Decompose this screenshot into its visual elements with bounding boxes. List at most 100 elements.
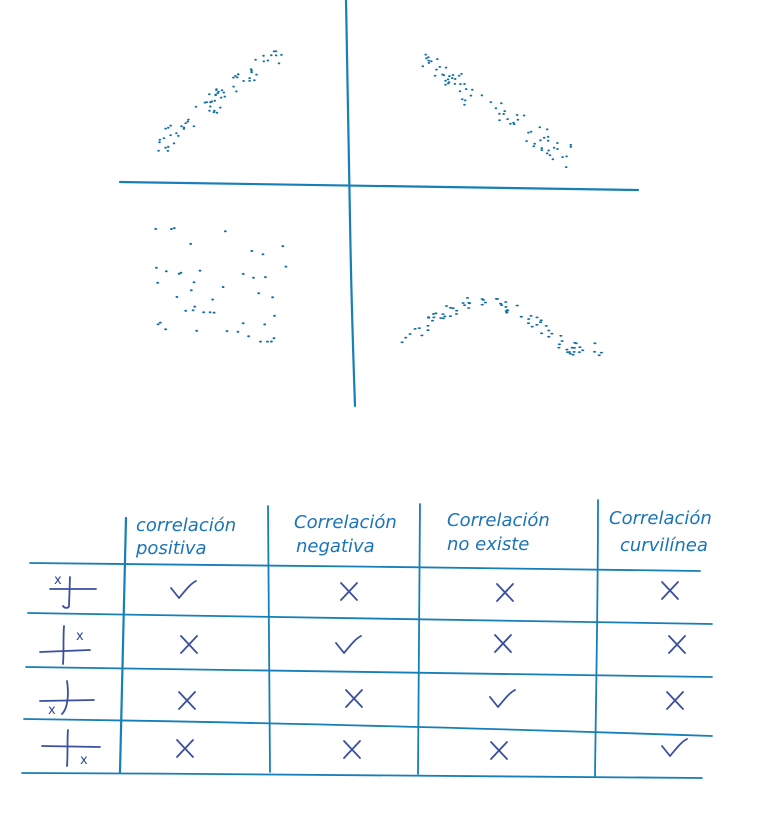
column-header-1: correlación positiva	[135, 515, 236, 559]
scatter-point	[236, 76, 239, 79]
scatter-point	[577, 351, 582, 353]
scatter-point	[438, 65, 442, 68]
scatter-point	[184, 309, 188, 312]
scatter-point	[162, 137, 166, 140]
scatter-point	[504, 310, 508, 312]
scatter-point	[498, 119, 501, 122]
scatter-point	[241, 322, 245, 325]
scatter-point	[581, 349, 585, 352]
scatter-point	[505, 311, 509, 314]
scatter-point	[198, 269, 202, 272]
row-2-x-label: x	[76, 629, 84, 644]
scatter-point	[266, 59, 270, 62]
scatter-point	[427, 56, 430, 59]
check-mark-r3-c3	[489, 689, 516, 708]
scatter-point	[464, 88, 468, 91]
scatter-point	[556, 142, 559, 144]
scatter-point	[572, 351, 576, 353]
scatter-point	[154, 227, 158, 230]
scatter-point	[164, 146, 167, 149]
row-4-quadrant-icon: x	[41, 729, 101, 768]
scatter-point	[451, 307, 455, 310]
scatter-point	[559, 334, 563, 337]
scatter-point	[182, 126, 186, 129]
scatter-point	[236, 73, 240, 76]
scatter-point	[281, 245, 285, 248]
check-mark-r4-c4	[661, 738, 688, 757]
scatter-point	[457, 74, 461, 77]
x-mark-r1-c3	[496, 583, 514, 602]
scatter-point	[280, 53, 283, 56]
scatter-point	[213, 99, 217, 102]
scatter-point	[425, 57, 428, 60]
scatter-point	[449, 306, 453, 309]
scatter-point	[444, 79, 447, 82]
scatter-point	[539, 139, 542, 142]
row-1-quadrant-icon: x	[49, 573, 97, 609]
scatter-point	[463, 304, 467, 306]
scatter-point	[530, 325, 534, 328]
scatter-point	[212, 311, 216, 314]
scatter-point	[274, 54, 278, 57]
scatter-point	[261, 253, 265, 256]
scatter-point	[180, 125, 183, 128]
scatter-point	[234, 75, 237, 77]
column-header-1-line2: positiva	[135, 538, 207, 559]
scatter-point	[208, 93, 211, 96]
scatter-point	[480, 94, 484, 97]
scatter-point	[189, 242, 193, 245]
scatter-point	[241, 272, 245, 275]
x-mark-r1-c2	[340, 582, 358, 601]
scatter-point	[195, 329, 199, 332]
scatter-point	[220, 89, 224, 92]
scatter-point	[453, 82, 457, 85]
scatter-point	[262, 60, 266, 63]
scatter-point	[557, 343, 562, 346]
column-header-4-line2: curvilínea	[620, 535, 708, 556]
scatter-point	[259, 340, 262, 343]
scatter-point	[599, 351, 604, 354]
scatter-point	[441, 317, 445, 320]
scatter-point	[512, 123, 516, 126]
column-header-3: Correlación no existe	[447, 510, 550, 555]
row-3-x-label: x	[48, 703, 56, 718]
scatter-point	[169, 124, 172, 127]
scatter-point	[179, 271, 183, 274]
scatter-point	[211, 298, 215, 301]
scatter-point	[545, 128, 549, 131]
scatter-point	[273, 314, 276, 317]
scatter-point	[538, 126, 542, 129]
scatter-point	[187, 118, 190, 121]
scatter-point	[248, 77, 251, 80]
scatter-point	[432, 316, 436, 319]
scatter-curvilinear-correlation	[400, 297, 604, 357]
x-mark-r3-c1	[178, 691, 196, 710]
scatter-point	[480, 298, 484, 300]
check-mark-r1-c1	[170, 580, 197, 599]
scatter-point	[461, 98, 464, 101]
scatter-point	[249, 68, 253, 71]
check-mark-r2-c2	[335, 635, 362, 654]
scatter-point	[192, 281, 196, 284]
correlation-table: correlación positiva Correlación negativ…	[21, 499, 713, 779]
row-3-quadrant-icon: x	[39, 680, 95, 718]
scatter-point	[489, 101, 493, 104]
scatter-point	[404, 336, 408, 339]
x-mark-r1-c4	[661, 581, 679, 600]
column-header-2-line1: Correlación	[294, 512, 397, 533]
scatter-point	[263, 323, 267, 326]
scatter-point	[443, 315, 447, 318]
scatter-point	[257, 292, 261, 295]
scatter-point	[535, 323, 539, 326]
scatter-point	[157, 149, 160, 152]
column-header-1-line1: correlación	[136, 515, 236, 536]
scatter-point	[546, 139, 550, 142]
scatter-point	[498, 112, 501, 115]
scatter-point	[548, 154, 552, 157]
scatter-point	[467, 301, 471, 304]
scatter-point	[593, 342, 597, 345]
row-line-3	[25, 666, 713, 678]
scatter-point	[448, 75, 451, 78]
scatter-point	[460, 72, 463, 75]
scatter-point	[569, 145, 573, 148]
